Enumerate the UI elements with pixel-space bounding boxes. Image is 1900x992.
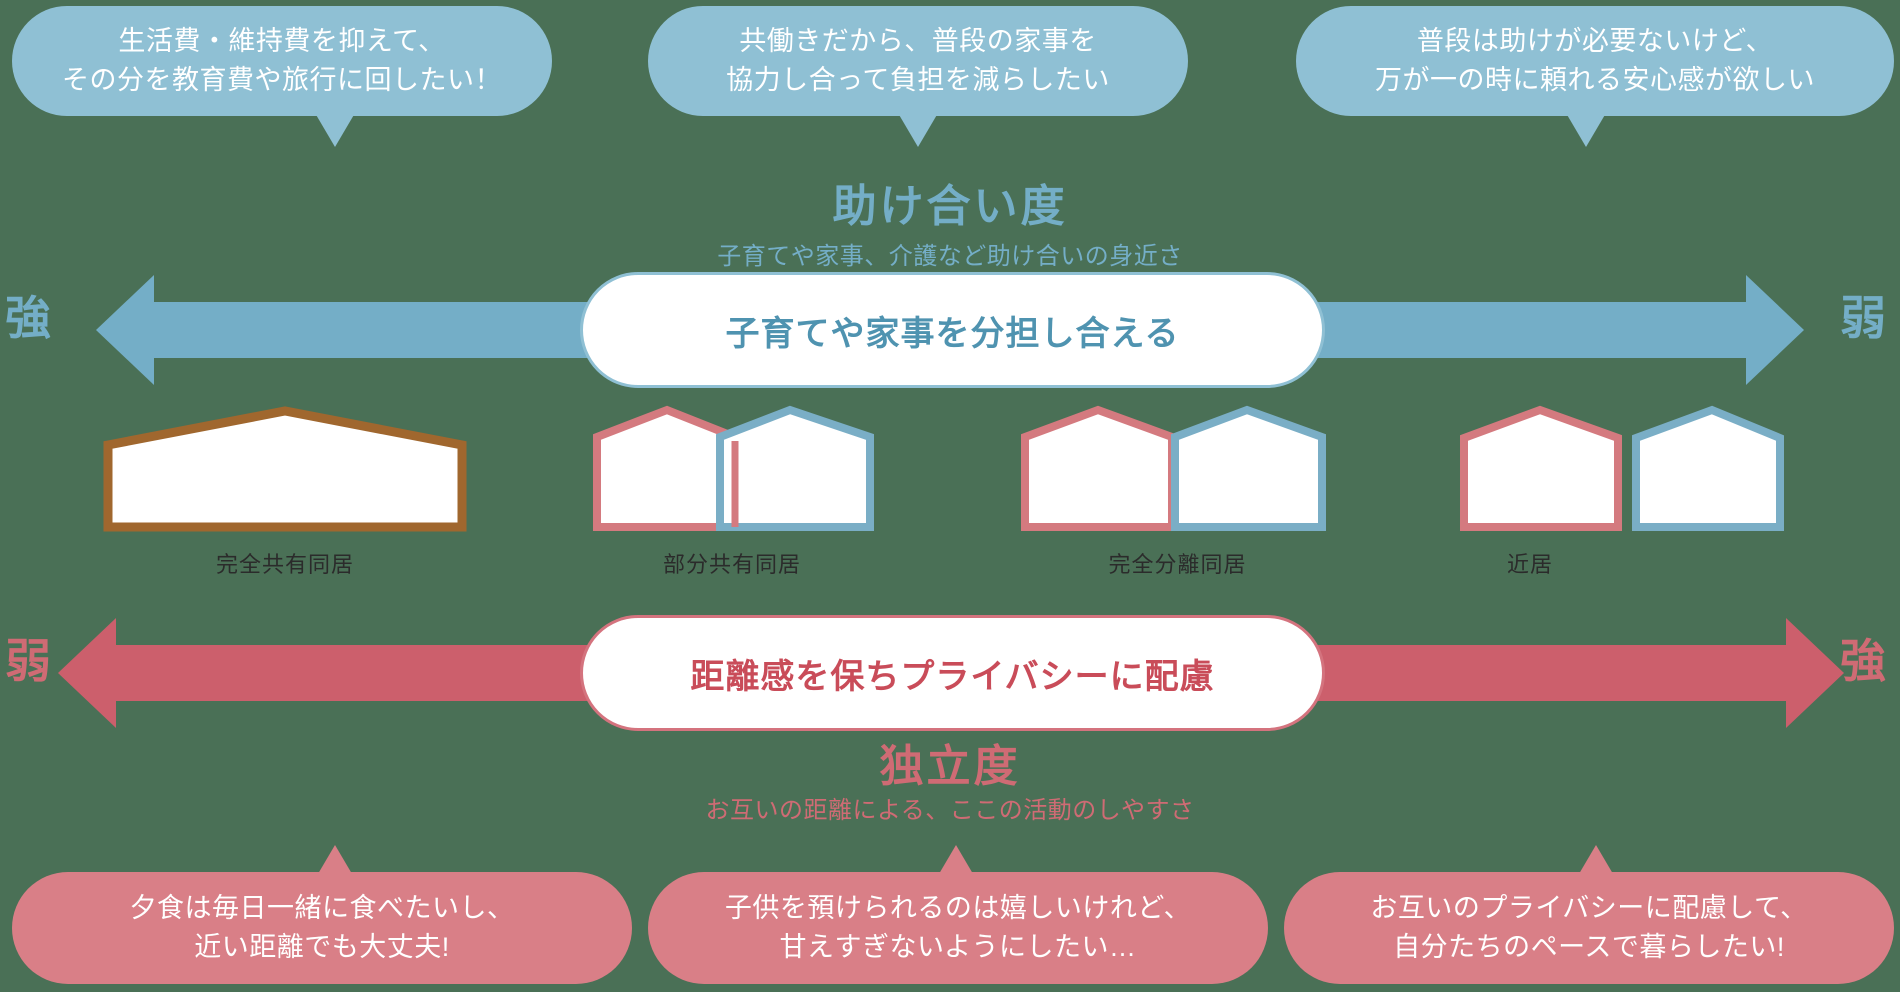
top-axis-right-label: 弱	[1840, 292, 1886, 344]
bottom-axis-left-label: 弱	[5, 635, 51, 687]
top-axis-subtitle: 子育てや家事、介護など助け合いの身近さ	[717, 243, 1183, 270]
top-arrow-right-head	[1746, 275, 1804, 385]
bottom-axis-subtitle: お互いの距離による、ここの活動のしやすさ	[705, 797, 1195, 824]
house-group-3: 完全分離同居	[1021, 405, 1330, 577]
top-axis-left-label: 強	[5, 292, 51, 344]
house-group-4: 近居	[1450, 405, 1784, 577]
bottom-axis-title: 独立度	[879, 742, 1021, 791]
bottom-arrow-right-head	[1786, 618, 1844, 728]
top-bubble-1-tail	[315, 113, 355, 147]
house-group-2: 部分共有同居	[582, 405, 882, 577]
house-icon-two-overlapping	[593, 405, 874, 531]
house-icon-two-separated	[1460, 405, 1784, 531]
house-icon-two-adjacent	[1021, 405, 1326, 531]
bottom-bubble-2: 子供を預けられるのは嬉しいけれど、 甘えすぎないようにしたい…	[648, 872, 1268, 984]
bottom-bubble-1: 夕食は毎日一緒に食べたいし、 近い距離でも大丈夫!	[12, 872, 632, 984]
house-group-1: 完全共有同居	[100, 405, 470, 577]
bottom-arrow-left-head	[58, 618, 116, 728]
top-bubble-3: 普段は助けが必要ないけど、 万が一の時に頼れる安心感が欲しい	[1296, 6, 1894, 116]
top-bubble-2: 共働きだから、普段の家事を 協力し合って負担を減らしたい	[648, 6, 1188, 116]
top-bubble-2-tail	[898, 113, 938, 147]
top-bubble-3-tail	[1566, 113, 1606, 147]
house-label-2: 部分共有同居	[662, 552, 801, 577]
bottom-axis-pill: 距離感を保ちプライバシーに配慮	[580, 615, 1325, 731]
top-axis-title: 助け合い度	[832, 182, 1068, 231]
top-bubble-1: 生活費・維持費を抑えて、 その分を教育費や旅行に回したい！	[12, 6, 552, 116]
top-axis-pill: 子育てや家事を分担し合える	[580, 272, 1325, 388]
top-arrow-left-head	[96, 275, 154, 385]
house-icon-single-wide	[103, 406, 467, 532]
bottom-axis-right-label: 強	[1840, 635, 1886, 687]
bottom-bubble-3: お互いのプライバシーに配慮して、 自分たちのペースで暮らしたい!	[1284, 872, 1894, 984]
house-label-3: 完全分離同居	[1108, 552, 1247, 577]
house-label-4: 近居	[1506, 552, 1553, 577]
house-label-1: 完全共有同居	[215, 552, 354, 577]
